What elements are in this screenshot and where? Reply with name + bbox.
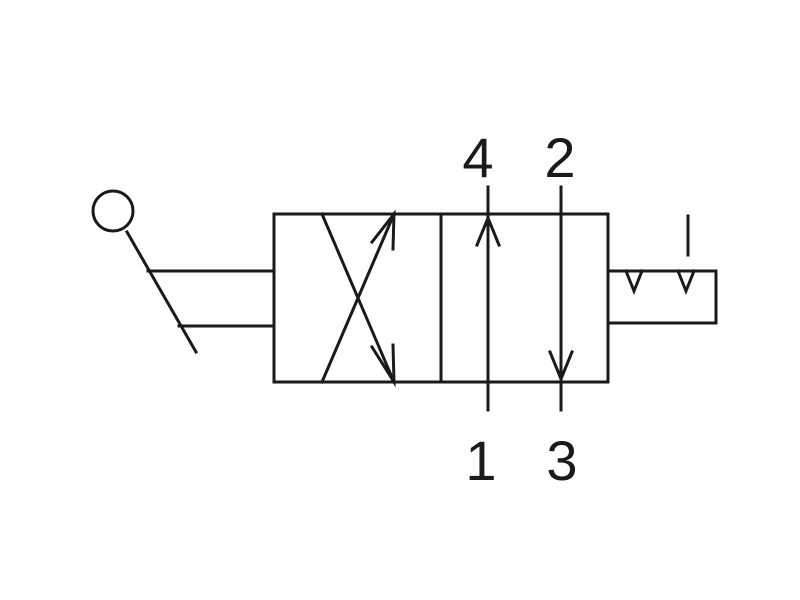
- lever-actuator: [91, 189, 276, 355]
- detent-notch-left: [624, 269, 644, 296]
- crossed-flow-envelope: [320, 209, 396, 388]
- lever-knob: [91, 189, 135, 233]
- valve-body: [272, 212, 610, 384]
- cross-flow-arrowhead-down: [369, 343, 396, 388]
- cross-flow-arrowhead-up: [369, 209, 396, 251]
- flow-arrowhead-down: [548, 350, 574, 383]
- flow-arrowhead-up: [475, 214, 501, 247]
- parallel-flow-envelope: [475, 185, 574, 412]
- lever-arm: [124, 229, 199, 355]
- port-label-1: 1: [465, 429, 496, 492]
- detent-actuator: [606, 214, 718, 325]
- port-label-3: 3: [546, 429, 577, 492]
- detent-notch-right: [676, 269, 696, 296]
- port-label-4: 4: [462, 126, 493, 189]
- cross-flow-path-down: [320, 212, 396, 384]
- detent-housing: [606, 269, 718, 325]
- port-label-2: 2: [544, 126, 575, 189]
